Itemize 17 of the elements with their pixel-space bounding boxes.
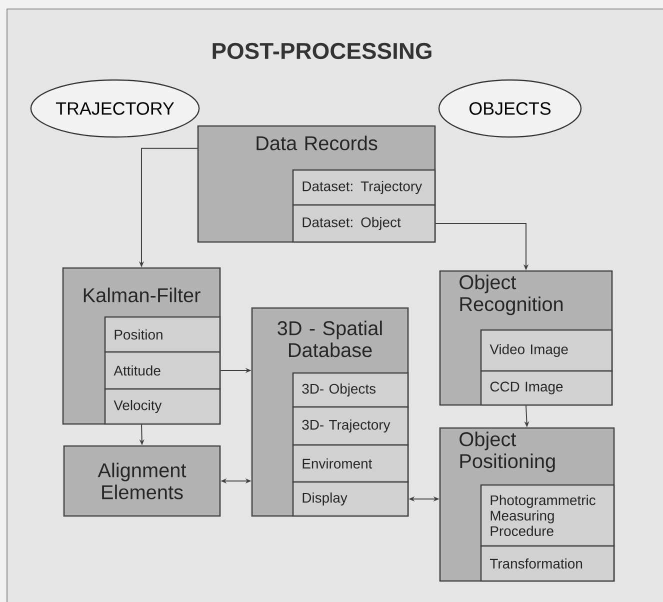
field-cell: Enviroment bbox=[292, 444, 409, 483]
field-cell: CCD Image bbox=[480, 370, 613, 406]
title: POST-PROCESSING bbox=[212, 42, 432, 60]
field-cell: Transformation bbox=[480, 545, 615, 582]
field-cell: Display bbox=[292, 481, 409, 517]
field-cell: Photogrammetric Measuring Procedure bbox=[480, 484, 615, 547]
ellipse-label: TRAJECTORY bbox=[30, 79, 200, 138]
field-cell: Velocity bbox=[104, 388, 221, 425]
field-cell: 3D- Objects bbox=[292, 372, 409, 408]
process-box: Alignment Elements bbox=[63, 445, 221, 517]
field-cell: Attitude bbox=[104, 351, 221, 390]
field-cell: 3D- Trajectory bbox=[292, 406, 409, 446]
ellipse-label: OBJECTS bbox=[438, 79, 582, 138]
field-cell: Position bbox=[104, 316, 221, 353]
field-cell: Video Image bbox=[480, 329, 613, 372]
field-cell: Dataset: Object bbox=[292, 204, 436, 243]
field-cell: Dataset: Trajectory bbox=[292, 169, 436, 206]
